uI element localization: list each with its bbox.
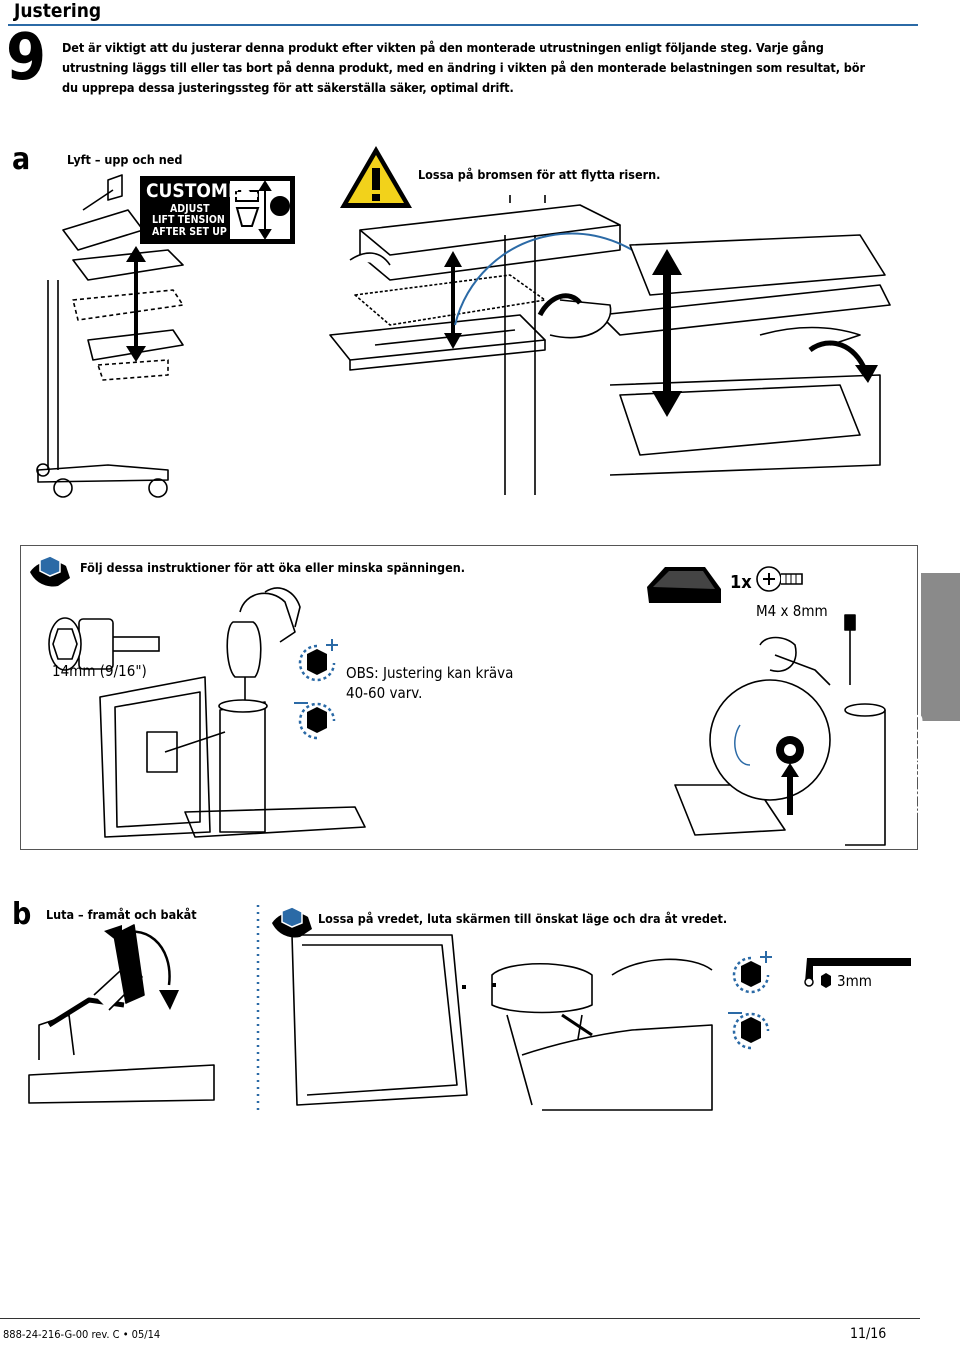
tension-panel	[20, 545, 918, 850]
step-number: 9	[6, 21, 47, 95]
doc-id: 888-24-216-G-00 rev. C • 05/14	[3, 1328, 161, 1341]
hex-tool-icon	[30, 555, 70, 587]
dotted-divider	[256, 905, 260, 1110]
step-b-label: Luta – framåt och bakåt	[46, 907, 197, 922]
knob-illustration	[291, 934, 713, 1111]
step-a-letter: a	[12, 142, 31, 177]
zoom-detail	[454, 232, 891, 476]
note-line1: OBS: Justering kan kräva	[346, 664, 514, 682]
rotate-minus-icon	[294, 702, 336, 740]
sticker-line2: ADJUST	[170, 203, 210, 215]
intro-text: Det är viktigt att du justerar denna pro…	[62, 40, 865, 95]
zoom-arrow-icon	[652, 249, 682, 417]
warning-icon	[340, 146, 412, 208]
screwdriver-detail	[674, 614, 886, 846]
screw-size: M4 x 8mm	[756, 602, 828, 620]
footer-rule	[0, 1318, 920, 1319]
page-title: Justering	[14, 0, 102, 22]
rotate-plus-icon-b	[732, 951, 772, 994]
sticker-box	[140, 176, 295, 244]
hex-tool-icon-b	[272, 906, 312, 938]
step-a-label: Lyft – upp och ned	[67, 152, 183, 167]
step-b-letter: b	[12, 897, 32, 932]
screw-quantity: 1x	[730, 572, 752, 593]
hex-small-icon	[821, 973, 831, 988]
hex-key-size: 3mm	[837, 972, 872, 990]
cart-illustration	[36, 174, 184, 498]
language-tab-label: SVENSKA	[902, 713, 927, 817]
warning-text: Lossa på bromsen för att flytta risern.	[418, 167, 661, 182]
lift-arrow-icon	[444, 251, 462, 349]
rotate-minus-icon-b	[728, 1012, 770, 1050]
language-tab: SVENSKA	[902, 573, 960, 817]
drill-illustration	[99, 587, 366, 838]
tension-instruction: Följ dessa instruktioner för att öka ell…	[80, 560, 465, 575]
cover-pad-icon	[647, 567, 721, 603]
step-b-instruction: Lossa på vredet, luta skärmen till önska…	[318, 911, 728, 926]
sticker-line4: AFTER SET UP	[152, 226, 227, 238]
tilt-illustration	[28, 924, 215, 1104]
page-number: 11/16	[850, 1326, 887, 1342]
rotate-plus-icon	[298, 639, 338, 682]
note-line2: 40-60 varv.	[346, 684, 423, 702]
header-rule	[8, 24, 918, 26]
sticker-line1: CUSTOMER:	[146, 180, 260, 202]
sticker-line3: LIFT TENSION	[152, 214, 225, 226]
socket-icon	[48, 617, 160, 671]
screw-icon	[756, 566, 803, 592]
hex-key-icon	[804, 958, 911, 987]
updown-arrow-icon	[126, 246, 146, 362]
socket-size: 14mm (9/16")	[52, 662, 147, 680]
